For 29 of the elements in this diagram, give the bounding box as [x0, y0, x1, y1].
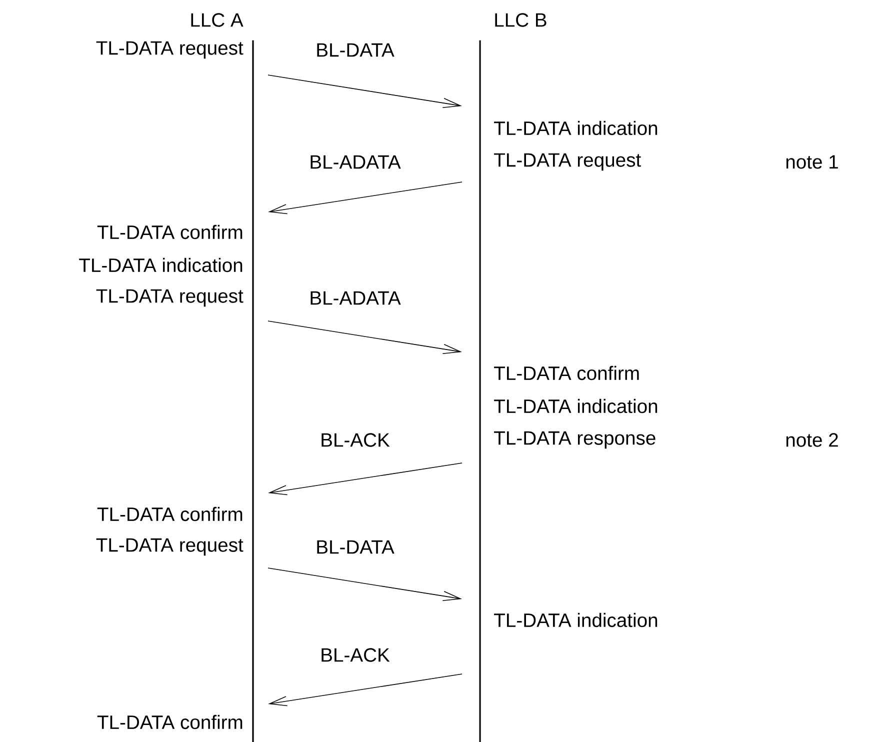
- primitive-label: TL-DATA indication: [79, 258, 242, 272]
- message-arrow: [268, 568, 462, 602]
- note-label: note 1: [786, 155, 838, 169]
- edge-label: BL-ADATA: [308, 290, 402, 306]
- node-label: LLC A: [191, 13, 244, 27]
- message-arrow: [268, 182, 462, 214]
- primitive-label: TL-DATA confirm: [97, 506, 242, 522]
- primitive-label: TL-DATA request: [494, 153, 641, 171]
- primitive-label: TL-DATA request: [96, 41, 244, 59]
- message-arrow: [268, 674, 462, 706]
- note-label: note 2: [786, 433, 838, 447]
- edge-label: BL-ACK: [318, 432, 392, 448]
- edge-label: BL-DATA: [314, 539, 396, 555]
- message-arrow: [268, 462, 462, 496]
- primitive-label: TL-DATA confirm: [494, 366, 639, 380]
- primitive-label: TL-DATA confirm: [97, 224, 242, 240]
- primitive-label: TL-DATA indication: [494, 398, 658, 414]
- primitive-label: TL-DATA indication: [494, 120, 658, 136]
- primitive-label: TL-DATA request: [96, 289, 244, 307]
- message-arrow: [268, 320, 462, 354]
- primitive-label: TL-DATA request: [96, 538, 244, 556]
- edge-label: BL-DATA: [314, 42, 396, 58]
- node-label: LLC B: [495, 13, 546, 27]
- message-arrow: [268, 74, 462, 108]
- primitive-label: TL-DATA response: [494, 431, 656, 449]
- edge-label: BL-ACK: [318, 646, 392, 664]
- primitive-label: TL-DATA indication: [494, 612, 658, 628]
- primitive-label: TL-DATA confirm: [97, 714, 242, 730]
- edge-label: BL-ADATA: [308, 154, 402, 170]
